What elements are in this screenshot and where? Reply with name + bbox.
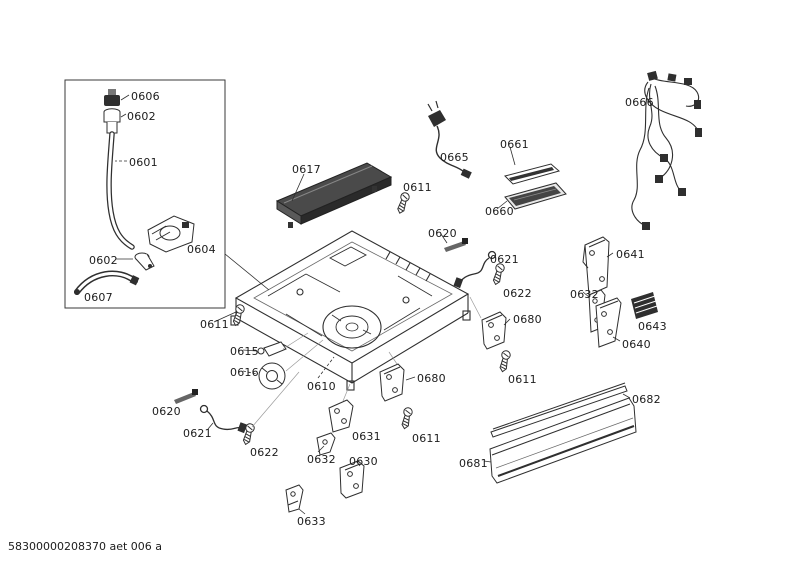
part-label-0617: 0617 bbox=[292, 163, 321, 176]
part-0632-bracket-icon bbox=[316, 432, 336, 456]
part-0615-clip-icon bbox=[257, 341, 287, 357]
part-0620-pin-icon bbox=[174, 389, 198, 404]
part-0617-cover-icon bbox=[275, 162, 393, 228]
part-0681-kick-panel-icon bbox=[489, 397, 637, 484]
part-label-0622: 0622 bbox=[250, 446, 279, 459]
part-label-0680: 0680 bbox=[513, 313, 542, 326]
part-0661-strip-icon bbox=[504, 163, 561, 185]
part-label-0632: 0632 bbox=[570, 288, 599, 301]
part-0604-pump-icon bbox=[147, 215, 195, 253]
part-label-0611: 0611 bbox=[508, 373, 537, 386]
part-0660-cover-icon bbox=[504, 182, 567, 210]
part-0682-trim-strip-icon bbox=[490, 382, 628, 438]
part-label-0631: 0631 bbox=[352, 430, 381, 443]
part-label-0610: 0610 bbox=[307, 380, 336, 393]
part-0601-hose-icon bbox=[106, 131, 135, 250]
part-0640-bracket-icon bbox=[595, 297, 622, 348]
part-label-0632: 0632 bbox=[307, 453, 336, 466]
part-0633-bracket-icon bbox=[285, 484, 304, 513]
part-label-0640: 0640 bbox=[622, 338, 651, 351]
part-label-0633: 0633 bbox=[297, 515, 326, 528]
part-label-0666: 0666 bbox=[625, 96, 654, 109]
part-label-0616: 0616 bbox=[230, 366, 259, 379]
harness-connectors-icon bbox=[642, 70, 702, 230]
part-label-0630: 0630 bbox=[349, 455, 378, 468]
part-0665-power-cord-icon bbox=[427, 100, 472, 179]
part-label-0611: 0611 bbox=[200, 318, 229, 331]
part-label-0607: 0607 bbox=[84, 291, 113, 304]
part-label-0665: 0665 bbox=[440, 151, 469, 164]
part-0610-base-frame-icon bbox=[230, 230, 471, 391]
part-label-0660: 0660 bbox=[485, 205, 514, 218]
part-label-0620: 0620 bbox=[428, 227, 457, 240]
dashed-leader-lines bbox=[115, 160, 335, 379]
inset-detail-box bbox=[64, 79, 226, 309]
part-label-0620: 0620 bbox=[152, 405, 181, 418]
part-0630-bracket-icon bbox=[339, 460, 365, 499]
part-label-0602: 0602 bbox=[127, 110, 156, 123]
assembly-lines bbox=[251, 296, 482, 428]
part-label-0661: 0661 bbox=[500, 138, 529, 151]
part-0666-wiring-harness-icon bbox=[631, 77, 700, 227]
part-label-0615: 0615 bbox=[230, 345, 259, 358]
part-0616-cap-icon bbox=[258, 362, 286, 390]
leader-lines bbox=[116, 94, 631, 515]
part-label-0641: 0641 bbox=[616, 248, 645, 261]
part-0606-valve-icon bbox=[104, 89, 120, 106]
part-0643-grid-icon bbox=[631, 292, 658, 319]
part-0621-cable-icon bbox=[199, 404, 248, 434]
part-label-0621: 0621 bbox=[490, 253, 519, 266]
part-label-0681: 0681 bbox=[459, 457, 488, 470]
part-label-0622: 0622 bbox=[503, 287, 532, 300]
part-0620-pin-icon bbox=[444, 238, 468, 252]
part-label-0611: 0611 bbox=[403, 181, 432, 194]
part-label-0611: 0611 bbox=[412, 432, 441, 445]
part-0602-connector2-icon bbox=[134, 252, 155, 271]
part-0607-hose-icon bbox=[74, 270, 140, 295]
part-0621-cable-icon bbox=[453, 250, 497, 289]
part-label-0621: 0621 bbox=[183, 427, 212, 440]
part-0631-bracket-icon bbox=[328, 399, 354, 433]
part-label-0601: 0601 bbox=[129, 156, 158, 169]
part-label-0643: 0643 bbox=[638, 320, 667, 333]
document-code: 58300000208370 aet 006 a bbox=[8, 540, 163, 553]
part-label-0606: 0606 bbox=[131, 90, 160, 103]
part-0641-bracket-icon bbox=[582, 236, 610, 296]
part-label-0602: 0602 bbox=[89, 254, 118, 267]
part-label-0604: 0604 bbox=[187, 243, 216, 256]
part-label-0680: 0680 bbox=[417, 372, 446, 385]
part-label-0682: 0682 bbox=[632, 393, 661, 406]
